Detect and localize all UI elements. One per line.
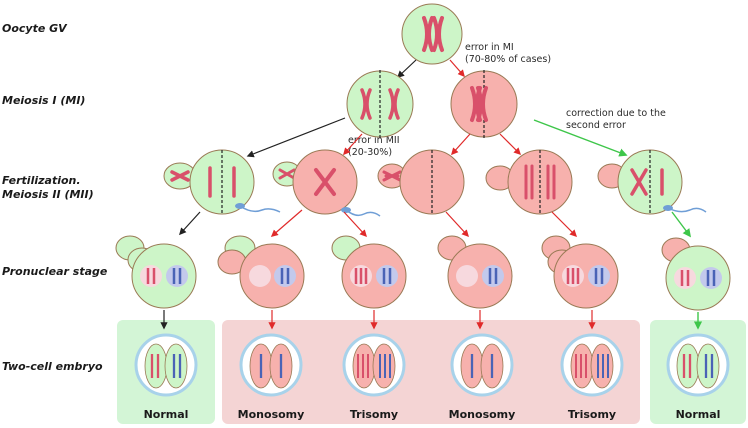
pronuclear-cell-4 bbox=[437, 235, 513, 309]
embryo-1 bbox=[134, 333, 198, 397]
mii-cell-2 bbox=[272, 149, 381, 217]
label-twocell: Two-cell embryo bbox=[2, 360, 103, 373]
embryo-5 bbox=[560, 333, 624, 397]
arrow-f5-to-p6 bbox=[671, 211, 692, 238]
mii-cell-1 bbox=[163, 149, 281, 215]
note-error-mii-2: (20-30%) bbox=[348, 147, 392, 158]
arrow-mi-to-f1 bbox=[246, 117, 346, 158]
mi-error-cell bbox=[450, 70, 518, 138]
arrow-f3-to-p4 bbox=[445, 211, 469, 238]
error-box bbox=[222, 320, 640, 424]
arrow-mi-to-f2 bbox=[343, 133, 363, 156]
arrow-oocyte-to-mi-normal bbox=[396, 59, 417, 78]
arrow-mi-to-f3 bbox=[451, 133, 471, 156]
note-error-mi-2: (70-80% of cases) bbox=[465, 54, 551, 65]
pronuclear-cell-2 bbox=[217, 235, 305, 309]
pronuclear-cell-6 bbox=[661, 237, 731, 311]
pronuclear-cell-1 bbox=[115, 235, 197, 309]
arrow-f2-to-p3 bbox=[343, 211, 367, 238]
oocyte-cell bbox=[401, 3, 463, 65]
arrow-mi-to-f4 bbox=[499, 133, 522, 156]
arrow-f1-to-p1 bbox=[179, 211, 201, 236]
note-error-mi-1: error in MI bbox=[465, 42, 514, 53]
label-oocyte: Oocyte GV bbox=[2, 22, 68, 35]
mi-normal-cell bbox=[346, 70, 414, 138]
outcome-label-6: Normal bbox=[676, 408, 721, 421]
arrow-mi-to-f5 bbox=[533, 119, 628, 157]
embryo-2 bbox=[239, 333, 303, 397]
note-correction-2: second error bbox=[566, 120, 626, 131]
arrow-f2-to-p2 bbox=[270, 209, 303, 237]
arrow-oocyte-to-mi-error bbox=[449, 59, 465, 78]
pronuclear-cell-3 bbox=[331, 235, 407, 309]
outcome-label-5: Trisomy bbox=[568, 408, 616, 421]
mii-cell-4 bbox=[485, 149, 573, 215]
embryo-6 bbox=[666, 333, 730, 397]
outcome-label-2: Monosomy bbox=[238, 408, 305, 421]
mii-cell-3 bbox=[377, 149, 465, 215]
note-error-mii-1: error in MII bbox=[348, 135, 400, 146]
pronuclear-cell-5 bbox=[541, 235, 619, 309]
label-pronuclear: Pronuclear stage bbox=[2, 265, 108, 278]
arrow-f4-to-p5 bbox=[551, 211, 578, 238]
mii-cell-5 bbox=[597, 149, 707, 215]
embryo-4 bbox=[450, 333, 514, 397]
embryo-3 bbox=[342, 333, 406, 397]
note-correction-1: correction due to the bbox=[566, 108, 666, 119]
outcome-label-4: Monosomy bbox=[449, 408, 516, 421]
label-fertilization: Fertilization. bbox=[2, 174, 81, 187]
label-meiosis1: Meiosis I (MI) bbox=[2, 94, 85, 107]
outcome-label-3: Trisomy bbox=[350, 408, 398, 421]
outcome-label-1: Normal bbox=[144, 408, 189, 421]
label-meiosis2: Meiosis II (MII) bbox=[2, 188, 94, 201]
